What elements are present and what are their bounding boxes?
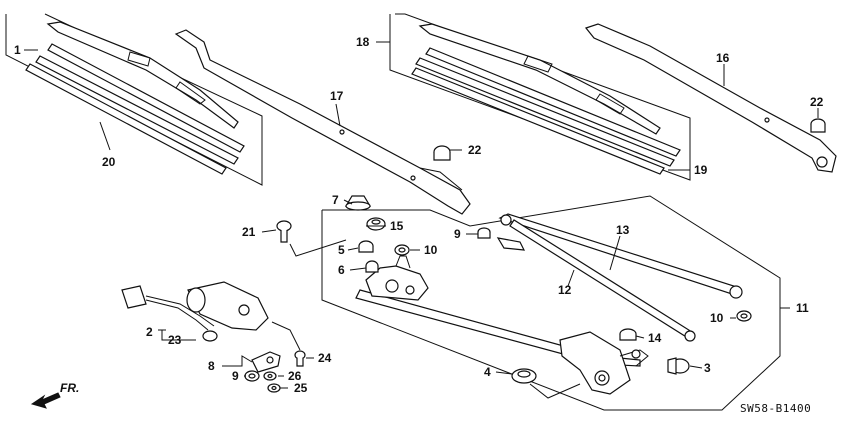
grommet-9-upper [477,227,491,239]
wiper-motor [121,281,269,342]
nut-22-left [433,145,451,161]
wiper-arm-left-shape [174,29,471,215]
callout-8: 8 [208,359,215,373]
leader-21 [289,239,347,257]
blade-assembly-right [389,13,691,181]
callout-26: 26 [288,369,302,383]
blade-rubber-left-2 [35,55,239,165]
wiper-arm-left [174,29,471,215]
callout-15: 15 [390,219,404,233]
grommet-14 [619,328,637,341]
blade-assembly-left [5,13,263,186]
wiper-arm-right-shape [584,23,837,173]
pivot-right [559,331,631,395]
callout-leaders [24,41,819,389]
nut-9-lower [244,370,260,382]
grommet-23 [202,330,218,342]
callout-14: 14 [648,331,662,345]
callout-9-upper: 9 [454,227,461,241]
linkage-group-box [321,195,781,411]
link-joint [496,237,526,251]
nut-10-upper [394,244,410,256]
callout-22-right: 22 [810,95,824,109]
grommet-4 [511,368,537,384]
callout-labels: 1 2 3 4 5 6 7 8 9 9 10 10 11 12 13 14 15… [14,35,824,395]
blade-rubber-right-1 [425,47,681,157]
group-bracket-left [5,13,263,186]
callout-12: 12 [558,283,572,297]
blade-rubber-right-2 [415,57,675,167]
blade-rubber-right-3 [411,67,665,175]
callout-21: 21 [242,225,256,239]
blade-frame-right [418,23,661,135]
blade-frame-left [46,21,239,129]
callout-11: 11 [796,301,809,315]
callout-1: 1 [14,43,21,57]
washer-26 [263,371,277,381]
blade-rubber-left-1 [47,43,245,153]
grommet-15 [366,217,386,231]
callout-2: 2 [146,325,153,339]
bolt-24 [294,350,306,367]
callout-10-right: 10 [710,311,724,325]
callout-9-lower: 9 [232,369,239,383]
bushing-3 [667,357,690,375]
leader-4 [529,383,581,399]
callout-6: 6 [338,263,345,277]
motor-body [187,281,269,331]
callout-7: 7 [332,193,339,207]
callout-3: 3 [704,361,711,375]
nut-10-right [736,310,752,322]
callout-10-upper: 10 [424,243,438,257]
callout-24: 24 [318,351,332,365]
blade-rubber-left-3 [25,63,227,175]
linkage-assembly [355,213,743,395]
nut-22-right [810,118,826,133]
motor-connector [121,285,147,309]
bolt-21 [276,220,292,243]
callout-16: 16 [716,51,730,65]
link-rod-12 [509,219,693,339]
diagram-code: SW58-B1400 [740,402,811,415]
callout-18: 18 [356,35,370,49]
callout-13: 13 [616,223,630,237]
callout-23: 23 [168,333,182,347]
front-direction-label: FR. [60,381,79,395]
callout-22-left: 22 [468,143,482,157]
bushing-5 [358,240,374,253]
callout-4: 4 [484,365,491,379]
callout-19: 19 [694,163,708,177]
callout-25: 25 [294,381,308,395]
front-direction-arrow [30,392,61,409]
nut-25 [267,383,281,393]
callout-20: 20 [102,155,116,169]
callout-17: 17 [330,89,344,103]
callout-5: 5 [338,243,345,257]
wiper-arm-right [584,23,837,173]
crank-arm-8 [251,351,281,373]
cap-6 [365,260,379,273]
group-bracket-right [389,13,691,181]
leader-24 [271,321,301,351]
